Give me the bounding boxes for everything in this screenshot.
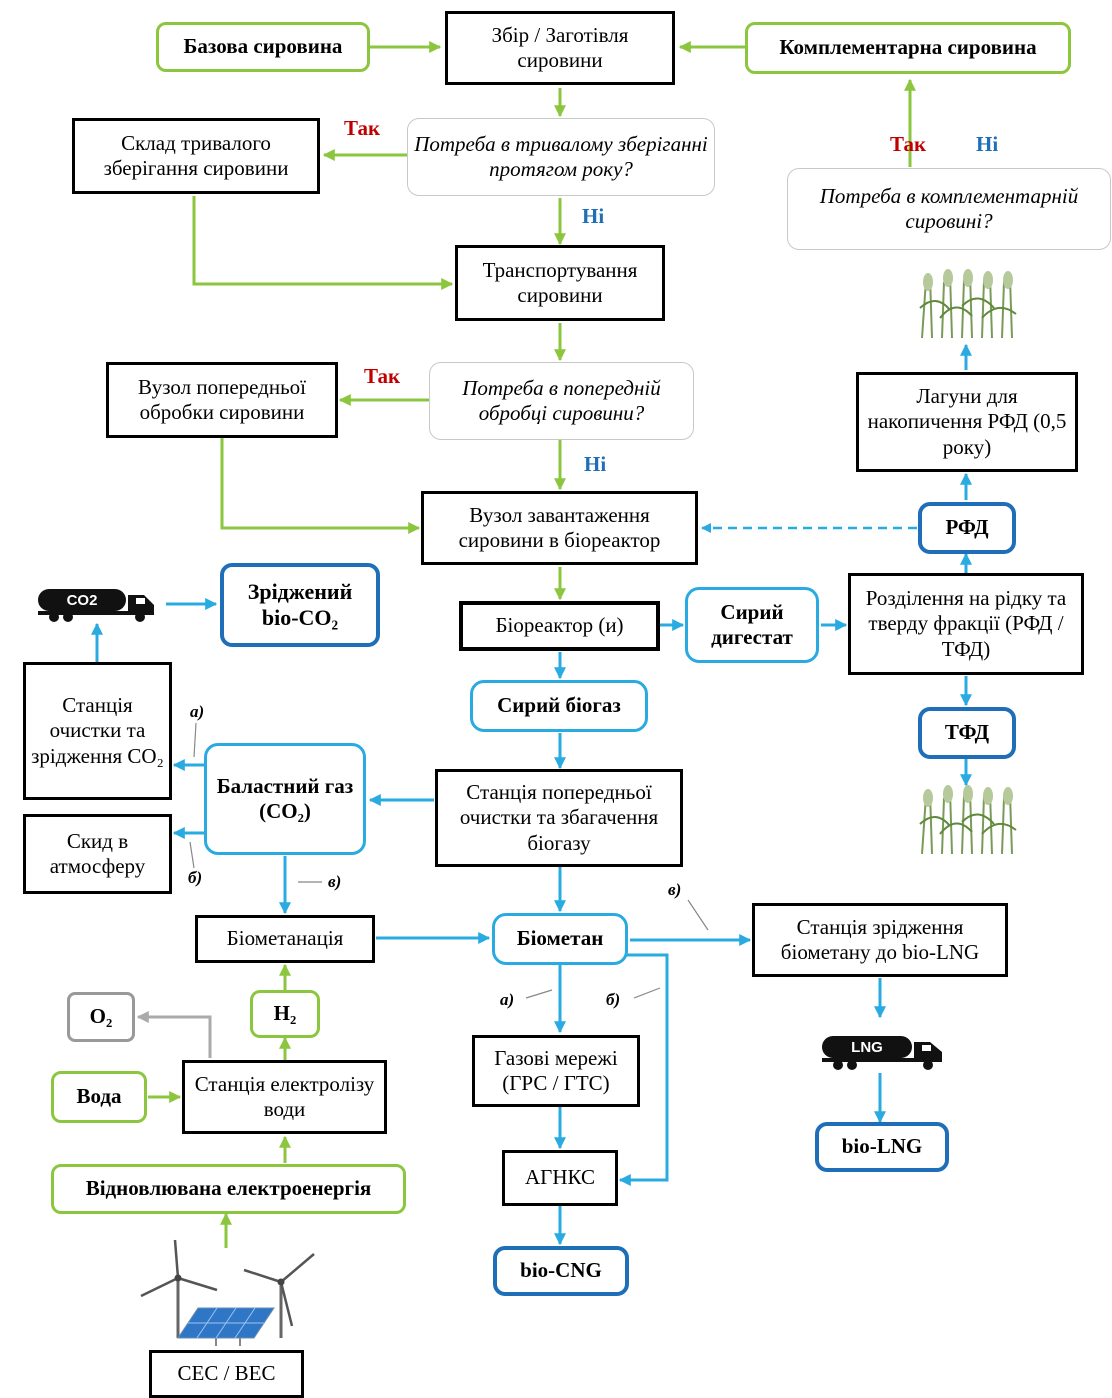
co2-tanker-truck-icon: CO2 — [38, 589, 154, 622]
base-feedstock-box: Базова сировина — [156, 22, 370, 72]
pretreatment-yes-label: Так — [364, 364, 401, 388]
raw-digestate-box: Сирий дигестат — [685, 587, 819, 663]
rfd-box: РФД — [918, 502, 1016, 554]
pre-cleaning-box: Станція попередньої очистки та збагаченн… — [435, 769, 683, 867]
storage-question-box: Потреба в тривалому зберіганні протягом … — [407, 118, 715, 196]
vent-box: Скид в атмосферу — [23, 814, 172, 894]
co2-truck-label: CO2 — [67, 592, 98, 609]
lng-truck-label: LNG — [851, 1039, 883, 1056]
loading-box: Вузол завантаження сировини в біореактор — [421, 491, 698, 565]
route-a-label: а) — [190, 702, 205, 721]
oxygen-box: O₂ — [67, 992, 135, 1042]
agnks-box: АГНКС — [502, 1150, 618, 1206]
route-a-label: а) — [500, 990, 515, 1009]
separation-box: Розділення на рідку та тверду фракції (Р… — [848, 573, 1084, 675]
transport-box: Транспортування сировини — [455, 245, 665, 321]
ses-ves-box: СЕС / ВЕС — [149, 1350, 304, 1398]
bioreactor-box: Біореактор (и) — [459, 601, 660, 651]
lng-tanker-truck-icon: LNG — [822, 1036, 942, 1070]
bio-lng-box: bio-LNG — [815, 1122, 949, 1172]
raw-biogas-box: Сирий біогаз — [470, 680, 648, 732]
pretreatment-no-label: Ні — [584, 452, 607, 476]
pretreatment-box: Вузол попередньої обробки сировини — [106, 362, 338, 438]
water-box: Вода — [51, 1071, 147, 1123]
wind-turbine-icon — [243, 1253, 315, 1338]
electrolysis-box: Станція електролізу води — [182, 1060, 387, 1134]
ballast-gas-box: Баластний газ (CO₂) — [204, 743, 366, 855]
bio-cng-box: bio-CNG — [493, 1246, 629, 1296]
lagoons-box: Лагуни для накопичення РФД (0,5 року) — [856, 372, 1078, 472]
route-v-label: в) — [328, 872, 342, 891]
route-v-label: в) — [668, 880, 682, 899]
hydrogen-box: H₂ — [250, 990, 320, 1038]
liquefied-co2-box: Зріджений bio-CO₂ — [220, 563, 380, 647]
complementary-question-box: Потреба в комплементарній сировині? — [787, 168, 1111, 250]
biomethanation-box: Біометанація — [195, 915, 375, 963]
biomethane-box: Біометан — [492, 913, 628, 965]
collection-box: Збір / Заготівля сировини — [445, 11, 675, 85]
route-b-label: б) — [606, 990, 621, 1009]
wind-turbine-icon — [140, 1239, 218, 1338]
solar-panel-icon — [177, 1307, 275, 1346]
storage-no-label: Ні — [582, 204, 605, 228]
complementary-yes-label: Так — [890, 132, 927, 156]
pretreatment-question-box: Потреба в попередній обробці сировини? — [429, 362, 694, 440]
renewable-electricity-box: Відновлювана електроенергія — [51, 1164, 406, 1214]
crop-plants-icon — [919, 269, 1017, 339]
co2-station-box: Станція очистки та зрідження CO₂ — [23, 662, 172, 800]
tfd-box: ТФД — [918, 707, 1016, 759]
complementary-feedstock-box: Комплементарна сировина — [745, 22, 1071, 74]
route-b-label: б) — [188, 868, 203, 887]
gas-grid-box: Газові мережі (ГРС / ГТС) — [472, 1035, 640, 1107]
complementary-no-label: Ні — [976, 132, 999, 156]
storage-yes-label: Так — [344, 116, 381, 140]
storage-box: Склад тривалого зберігання сировини — [72, 118, 320, 194]
crop-plants-icon — [919, 785, 1017, 855]
lng-station-box: Станція зрідження біометану до bio-LNG — [752, 903, 1008, 977]
